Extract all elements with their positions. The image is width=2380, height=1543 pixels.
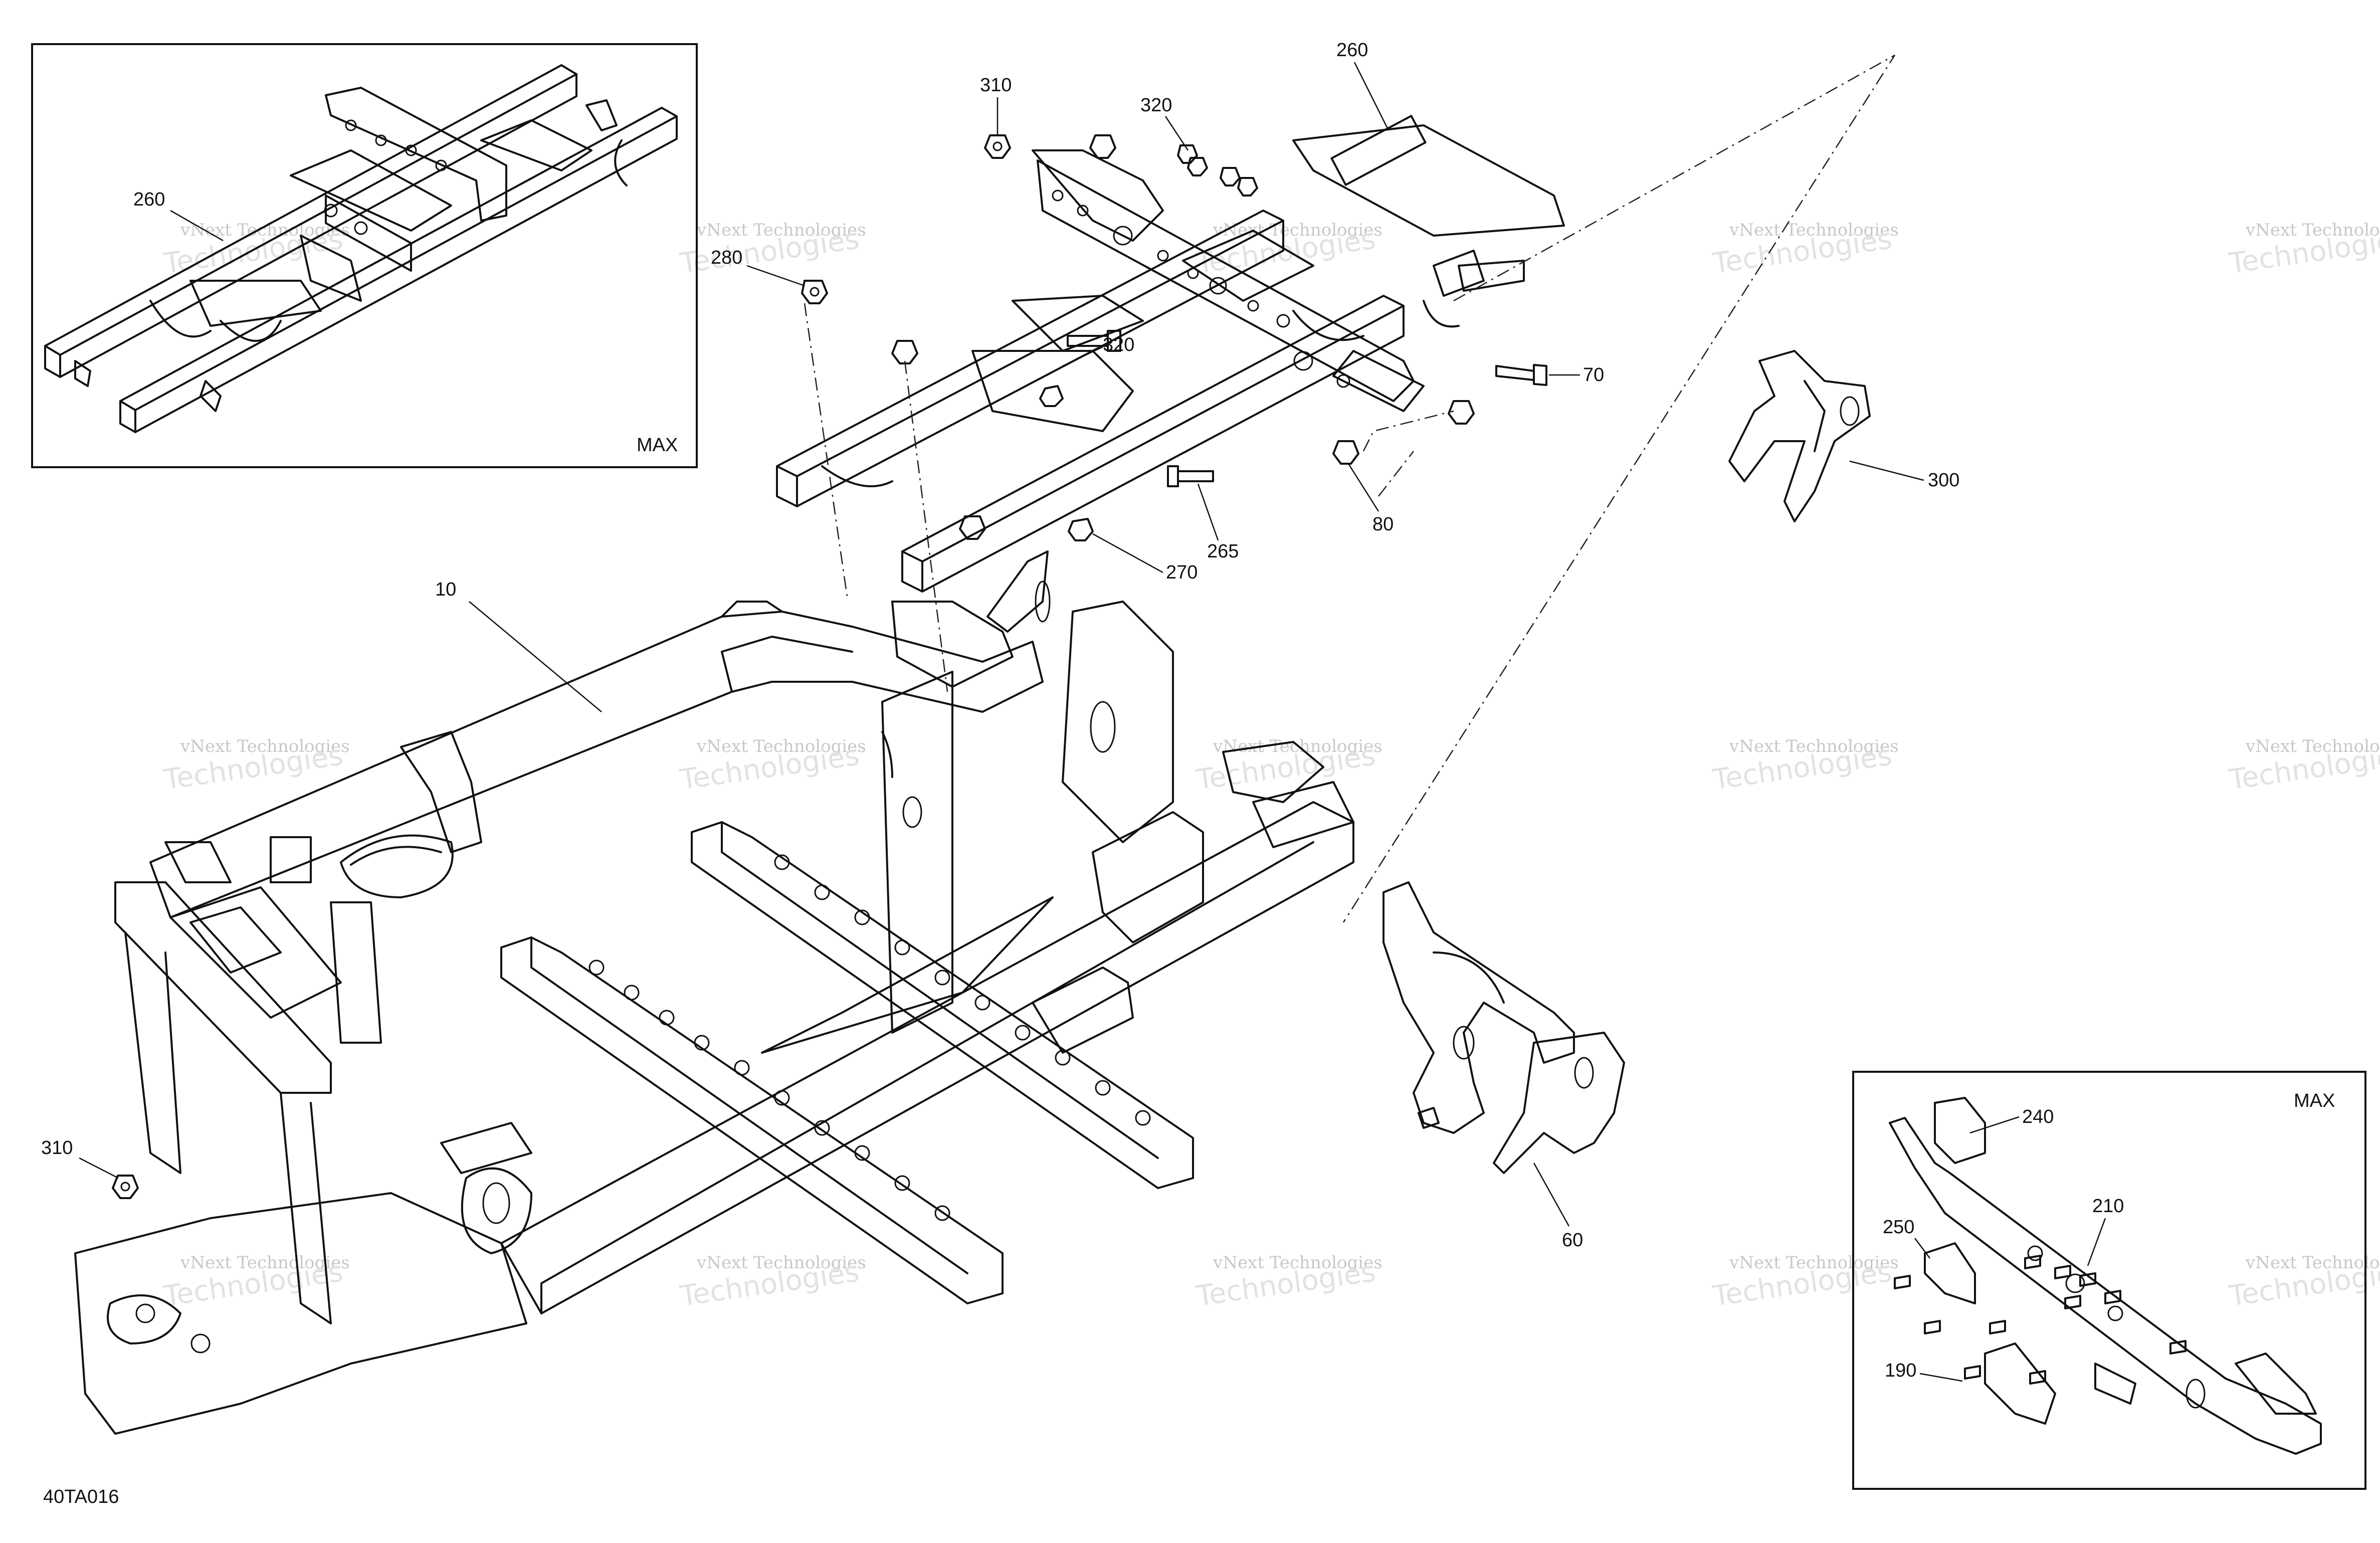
nut-fastener (1237, 177, 1258, 197)
watermark: vNext Technologies Technologies (678, 220, 866, 280)
inset-label-top-left: MAX (637, 435, 678, 456)
watermark-layer: vNext Technologies Technologies vNext Te… (161, 220, 2380, 1313)
watermark-text: vNext Technologies (2245, 1253, 2380, 1273)
bolt-fastener (1067, 330, 1121, 352)
callout-10: 10 (435, 579, 456, 600)
watermark-text: vNext Technologies (2245, 220, 2380, 240)
callouts: 260 310 320 280 320 70 80 265 270 300 10… (41, 40, 2124, 1382)
callout-310-left: 310 (41, 1137, 73, 1159)
watermark-text: vNext Technologies (2245, 736, 2380, 756)
watermark-text: vNext Technologies (1729, 220, 1899, 240)
watermark-text: vNext Technologies (180, 220, 350, 240)
rear-frame-assembly (776, 115, 1565, 593)
main-frame-assembly (74, 550, 1354, 1435)
bolt-fastener (1167, 465, 1214, 487)
inset-label-bottom-right: MAX (2294, 1090, 2335, 1111)
nut-fastener (1089, 134, 1116, 159)
watermark-text: vNext Technologies (696, 736, 866, 756)
bracket-60 (1382, 881, 1625, 1174)
assembly-guide-lines (804, 54, 1896, 923)
leader-line (1347, 463, 1379, 512)
callout-310-top: 310 (980, 75, 1012, 96)
watermark: vNext Technologies Technologies (678, 736, 866, 797)
callout-190: 190 (1885, 1360, 1916, 1381)
nut-fastener (1187, 157, 1208, 176)
watermark-text: vNext Technologies (1213, 1253, 1382, 1273)
nut-fastener (1177, 144, 1198, 164)
watermark: vNext Technologies Technologies (2227, 220, 2380, 280)
nut-fastener (1068, 518, 1094, 541)
leader-line (170, 210, 224, 242)
leader-line (1197, 483, 1219, 541)
leader-line (1092, 533, 1163, 573)
nut-fastener (1448, 400, 1475, 425)
leader-line (1969, 1116, 2020, 1134)
watermark-text: vNext Technologies (696, 1253, 866, 1273)
leader-line (1164, 116, 1189, 151)
inset-max-brackets: MAX (1852, 1071, 2366, 1490)
watermark-text: vNext Technologies (180, 1253, 350, 1273)
watermark: vNext Technologies Technologies (1710, 736, 1899, 797)
callout-250: 250 (1883, 1217, 1914, 1238)
leader-line (79, 1157, 119, 1179)
watermark-text: vNext Technologies (180, 736, 350, 756)
callout-320-mid: 320 (1103, 334, 1134, 355)
callout-280: 280 (711, 247, 742, 268)
inset-border (1852, 1071, 2366, 1490)
callout-240: 240 (2022, 1106, 2054, 1127)
inset-max-rear-frame: MAX 260 (31, 43, 698, 468)
leader-line (1914, 1238, 1930, 1259)
leader-line (2087, 1218, 2106, 1266)
nut-fastener (1332, 440, 1359, 465)
nut-fastener (1220, 167, 1241, 186)
leader-line (746, 265, 805, 287)
leader-line (1062, 346, 1103, 367)
bolt-fastener (1495, 364, 1547, 386)
watermark: vNext Technologies Technologies (1194, 1253, 1382, 1313)
callout-70: 70 (1583, 364, 1604, 385)
leader-line (1919, 1373, 1963, 1382)
nut-fastener (959, 515, 986, 540)
nut-fastener (801, 280, 828, 304)
nut-fastener (891, 340, 918, 364)
watermark-text: vNext Technologies (696, 220, 866, 240)
callout-260: 260 (1336, 40, 1368, 61)
watermark: vNext Technologies Technologies (1194, 736, 1382, 797)
watermark: vNext Technologies Technologies (2227, 1253, 2380, 1313)
watermark-text: vNext Technologies (1729, 736, 1899, 756)
nut-fastener (112, 1175, 139, 1199)
callout-270: 270 (1166, 562, 1198, 583)
watermark: vNext Technologies Technologies (2227, 736, 2380, 797)
watermark: vNext Technologies Technologies (161, 1253, 350, 1313)
leader-line (1533, 1163, 1570, 1227)
watermark: vNext Technologies Technologies (1710, 1253, 1899, 1313)
leader-line (1849, 460, 1924, 481)
nut-fastener (984, 134, 1011, 159)
callout-60: 60 (1562, 1230, 1583, 1251)
callout-300: 300 (1928, 470, 1959, 491)
callout-260-inset: 260 (133, 189, 165, 210)
inset-rear-subframe-drawing (44, 64, 678, 433)
figure-code: 40TA016 (43, 1486, 119, 1507)
leader-line (1353, 62, 1390, 131)
inset-border (31, 43, 698, 468)
inset-bracket-drawing (1889, 1097, 2322, 1455)
leader-line (469, 601, 602, 712)
callout-265: 265 (1207, 541, 1239, 562)
callout-320-top: 320 (1140, 95, 1172, 116)
watermark: vNext Technologies Technologies (1710, 220, 1899, 280)
callout-210: 210 (2092, 1196, 2124, 1217)
nut-fastener (1039, 385, 1064, 407)
bracket-300 (1728, 350, 1871, 522)
watermark-text: vNext Technologies (1729, 1253, 1899, 1273)
watermark: vNext Technologies Technologies (678, 1253, 866, 1313)
callout-80: 80 (1372, 514, 1394, 535)
watermark: vNext Technologies Technologies (161, 736, 350, 797)
